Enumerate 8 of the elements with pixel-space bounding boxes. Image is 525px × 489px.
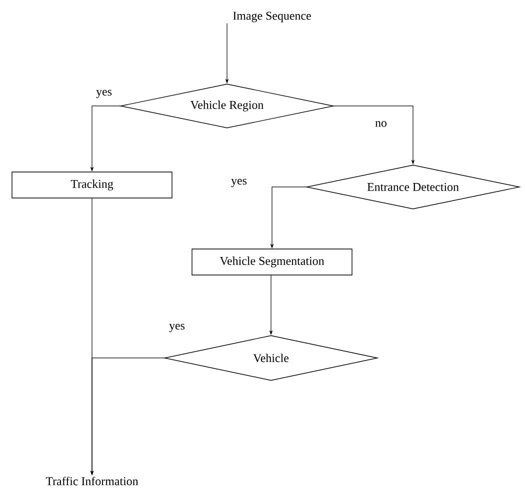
edge-label: yes <box>230 178 248 188</box>
flow-text: Traffic Information <box>46 476 138 486</box>
flow-text: Image Sequence <box>233 12 311 22</box>
edge-label: yes <box>95 88 113 100</box>
process-box: Vehicle Segmentation <box>192 248 352 276</box>
edge-label: no <box>374 120 388 128</box>
edge-label: yes <box>168 322 186 334</box>
process-box: Tracking <box>12 172 172 198</box>
